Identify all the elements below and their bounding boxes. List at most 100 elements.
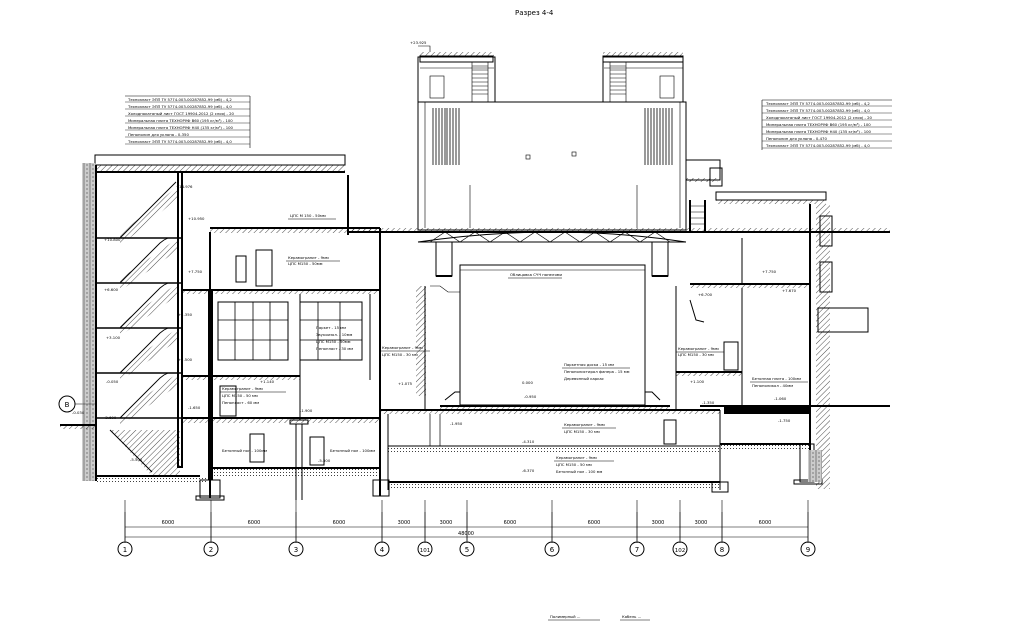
svg-text:+10.800: +10.800 <box>104 237 121 242</box>
svg-text:Холоднокатаный лист ГОСТ 19904: Холоднокатаный лист ГОСТ 19904-2012 (2 с… <box>766 115 873 120</box>
svg-text:Минеральная плита ТЕХНОРУФ Н40: Минеральная плита ТЕХНОРУФ Н40 (135 кг/м… <box>766 129 872 134</box>
svg-text:ЦПС М150 - 30 мм: ЦПС М150 - 30 мм <box>678 352 714 357</box>
svg-text:+3.100: +3.100 <box>106 335 121 340</box>
top-elevation: +23.925 <box>410 40 427 45</box>
svg-text:Полимерный ...: Полимерный ... <box>550 614 580 619</box>
svg-text:Техноэласт ЭПП ТУ 5774-003-002: Техноэласт ЭПП ТУ 5774-003-00287852-99 (… <box>127 139 232 144</box>
svg-text:6000: 6000 <box>248 520 261 526</box>
svg-text:+10.950: +10.950 <box>188 216 205 221</box>
svg-text:6000: 6000 <box>504 520 517 526</box>
footer-notes: Полимерный ... Кабель ... <box>548 614 650 621</box>
svg-text:ЦПС М 150 - 50мм: ЦПС М 150 - 50мм <box>290 213 326 218</box>
svg-text:-5.500: -5.500 <box>318 458 331 463</box>
svg-text:Минеральная плита ТЕХНОРУФ В60: Минеральная плита ТЕХНОРУФ В60 (195 кг/м… <box>766 122 871 127</box>
svg-text:+6.600: +6.600 <box>104 287 119 292</box>
svg-text:+14.976: +14.976 <box>176 184 193 189</box>
svg-text:6000: 6000 <box>333 520 346 526</box>
svg-text:-1.350: -1.350 <box>702 400 715 405</box>
svg-text:Деревянный каркас: Деревянный каркас <box>564 376 604 381</box>
svg-text:-4.310: -4.310 <box>522 439 535 444</box>
svg-text:-5.500: -5.500 <box>130 457 143 462</box>
roof-truss <box>348 228 890 277</box>
svg-text:3: 3 <box>294 546 298 554</box>
svg-text:Пенополикол - 40мм: Пенополикол - 40мм <box>752 383 793 388</box>
svg-text:+4.350: +4.350 <box>178 312 193 317</box>
svg-text:+6.700: +6.700 <box>698 292 713 297</box>
axis-markers: 1 2 3 4 101 5 6 7 102 8 9 <box>117 500 816 557</box>
svg-text:+1.075: +1.075 <box>398 381 413 386</box>
svg-text:6000: 6000 <box>588 520 601 526</box>
right-block <box>676 159 890 489</box>
left-tower <box>417 52 496 103</box>
svg-text:7: 7 <box>635 546 639 554</box>
svg-text:101: 101 <box>420 548 431 554</box>
svg-text:102: 102 <box>675 548 686 554</box>
svg-text:+7.670: +7.670 <box>782 288 797 293</box>
svg-text:Керамогранит - 9мм: Керамогранит - 9мм <box>678 346 719 351</box>
total-dimension: 48000 <box>458 531 474 537</box>
svg-text:ЦПС М150 - 30 мм: ЦПС М150 - 30 мм <box>564 429 600 434</box>
svg-text:Бетонный пол - 100 мм: Бетонный пол - 100 мм <box>556 469 602 474</box>
pit-area <box>380 409 729 493</box>
svg-text:Керамогранит - 9мм: Керамогранит - 9мм <box>288 255 329 260</box>
right-roof-legend: Техноэласт ЭПП ТУ 5774-003-00287852-99 (… <box>761 99 892 150</box>
left-roof-legend: Техноэласт ЭПП ТУ 5774-003-00287852-99 (… <box>125 95 251 148</box>
svg-text:-0.050: -0.050 <box>106 379 119 384</box>
svg-text:Минеральная плита ТЕХНОРУФ Н40: Минеральная плита ТЕХНОРУФ Н40 (135 кг/м… <box>128 125 234 130</box>
svg-text:Техноэласт ЭПП ТУ 5774-003-002: Техноэласт ЭПП ТУ 5774-003-00287852-99 (… <box>765 108 870 113</box>
row-axis-label: В <box>65 401 70 409</box>
svg-text:-6.370: -6.370 <box>522 468 535 473</box>
svg-text:Керамогранит - 9мм: Керамогранит - 9мм <box>556 455 597 460</box>
svg-text:+1.500: +1.500 <box>178 357 193 362</box>
fly-tower <box>417 101 687 231</box>
svg-text:-1.060: -1.060 <box>774 396 787 401</box>
drawing-title: Разрез 4-4 <box>515 9 554 17</box>
svg-text:Техноэласт ЭПП ТУ 5774-003-002: Техноэласт ЭПП ТУ 5774-003-00287852-99 (… <box>765 101 870 106</box>
svg-text:Пенополистирол фанера - 15 мм: Пенополистирол фанера - 15 мм <box>564 369 630 374</box>
svg-text:Пенополин для уклона - 0-470: Пенополин для уклона - 0-470 <box>766 136 827 141</box>
right-tower <box>602 52 684 103</box>
svg-text:-0.950: -0.950 <box>524 394 537 399</box>
svg-text:+1.140: +1.140 <box>260 379 275 384</box>
svg-text:ЦПС М150 - 30 мм: ЦПС М150 - 30 мм <box>382 352 418 357</box>
svg-text:Холоднокатаный лист ГОСТ 19904: Холоднокатаный лист ГОСТ 19904-2012 (2 с… <box>128 111 235 116</box>
svg-text:5: 5 <box>465 546 469 554</box>
svg-text:Звукоизол. - 10мм: Звукоизол. - 10мм <box>316 332 352 337</box>
svg-text:+7.750: +7.750 <box>762 269 777 274</box>
svg-text:6: 6 <box>550 546 555 554</box>
row-axis-elev: -0.030 <box>72 410 85 415</box>
svg-text:ЦПС М150 - 50 мм: ЦПС М150 - 50 мм <box>222 393 258 398</box>
svg-text:3000: 3000 <box>652 520 665 526</box>
svg-text:3000: 3000 <box>398 520 411 526</box>
svg-text:Минеральная плита ТЕХНОРУФ В60: Минеральная плита ТЕХНОРУФ В60 (195 кг/м… <box>128 118 233 123</box>
svg-text:2: 2 <box>209 546 213 554</box>
svg-text:Кабель ...: Кабель ... <box>622 614 641 619</box>
svg-text:Керамогранит - 9мм: Керамогранит - 9мм <box>564 422 605 427</box>
mid-elevations: +1.140 -1.900 +1.075 0.000 -0.950 -1.950… <box>260 379 537 473</box>
left-block <box>60 154 346 484</box>
svg-text:6000: 6000 <box>162 520 175 526</box>
svg-text:-1.750: -1.750 <box>778 418 791 423</box>
svg-text:0.000: 0.000 <box>522 380 533 385</box>
svg-text:9: 9 <box>806 546 810 554</box>
svg-text:-1.900: -1.900 <box>300 408 313 413</box>
svg-text:Пенополин для уклона - 0-350: Пенополин для уклона - 0-350 <box>128 132 189 137</box>
svg-text:Керамогранит - 9мм: Керамогранит - 9мм <box>222 386 263 391</box>
svg-text:Техноэласт ЭПП ТУ 5774-003-002: Техноэласт ЭПП ТУ 5774-003-00287852-99 (… <box>765 143 870 148</box>
svg-text:Техноэласт ЭПП ТУ 5774-003-002: Техноэласт ЭПП ТУ 5774-003-00287852-99 (… <box>127 104 232 109</box>
svg-text:6000: 6000 <box>759 520 772 526</box>
left-elevations: +14.976 +10.950 +10.800 +7.750 +6.600 +4… <box>104 184 205 462</box>
stage <box>416 264 677 410</box>
svg-text:-2.600: -2.600 <box>104 415 117 420</box>
svg-text:ЦПС М150 - 50мм: ЦПС М150 - 50мм <box>288 261 323 266</box>
svg-text:+1.100: +1.100 <box>690 379 705 384</box>
svg-text:Пенопласт - 30 мм: Пенопласт - 30 мм <box>316 346 353 351</box>
svg-text:1: 1 <box>123 546 127 554</box>
svg-text:ЦПС М150 - 50 мм: ЦПС М150 - 50 мм <box>556 462 592 467</box>
svg-text:Пенопласт - 60 мм: Пенопласт - 60 мм <box>222 400 259 405</box>
svg-text:8: 8 <box>720 546 724 554</box>
svg-text:-1.650: -1.650 <box>188 405 201 410</box>
svg-text:Бетонная плита - 100мм: Бетонная плита - 100мм <box>752 376 801 381</box>
dimension-chain: 6000 6000 6000 3000 3000 6000 6000 3000 … <box>124 512 809 543</box>
